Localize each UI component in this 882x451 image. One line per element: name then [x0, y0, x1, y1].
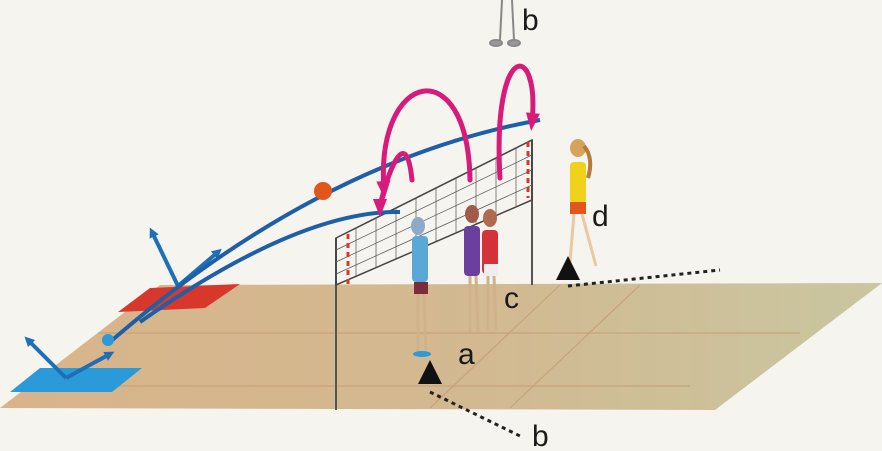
player-top-feet — [489, 0, 521, 47]
launch-pad-blue — [10, 368, 142, 392]
volleyball-net — [335, 138, 533, 410]
ball — [314, 182, 332, 200]
approach-marker-bottom — [418, 360, 521, 438]
label-net-player-front: a — [458, 338, 475, 371]
label-right-player: d — [592, 200, 609, 233]
label-top: b — [522, 4, 539, 37]
court-lines — [30, 284, 800, 409]
label-net-player-back: c — [504, 282, 519, 315]
approach-marker-right — [556, 256, 721, 288]
court-floor — [0, 283, 882, 410]
player-purple — [464, 205, 480, 333]
label-bottom: b — [532, 420, 549, 451]
jump-arrows — [373, 63, 540, 217]
player-yellow — [568, 139, 598, 267]
ball-start — [102, 334, 114, 346]
player-blue — [411, 217, 431, 357]
player-red — [482, 209, 498, 331]
